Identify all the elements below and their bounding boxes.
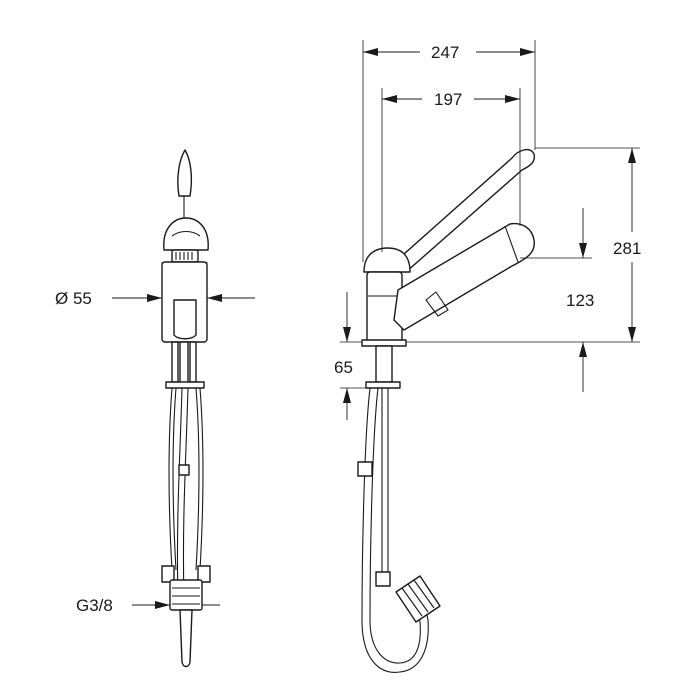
dimension-diameter: Ø 55 bbox=[55, 262, 255, 310]
front-view bbox=[161, 149, 211, 668]
dimension-overall-height: 281 bbox=[406, 147, 641, 343]
connection-fitting bbox=[169, 579, 203, 611]
base-height-label: 65 bbox=[334, 358, 353, 377]
overall-height-label: 281 bbox=[613, 239, 641, 258]
dimension-thread: G3/8 bbox=[76, 596, 220, 615]
dimension-spout-length: 197 bbox=[381, 88, 521, 252]
thread-label: G3/8 bbox=[76, 596, 113, 615]
dimension-base-height: 65 bbox=[334, 292, 366, 420]
dimension-overall-length: 247 bbox=[362, 40, 536, 262]
dimension-spout-height: 123 bbox=[520, 208, 594, 392]
side-view bbox=[357, 148, 536, 673]
diameter-label: Ø 55 bbox=[55, 289, 92, 308]
lever-handle-side bbox=[394, 148, 536, 273]
spout-length-label: 197 bbox=[434, 90, 462, 109]
supply-hose-right-front bbox=[195, 387, 204, 571]
spout bbox=[393, 222, 535, 331]
spray-head-side bbox=[395, 575, 441, 623]
lever-cap-side bbox=[363, 247, 411, 273]
spout-height-label: 123 bbox=[566, 291, 594, 310]
supply-hose-left-front bbox=[168, 387, 177, 571]
lever-handle-front bbox=[177, 149, 193, 197]
lever-head-front bbox=[163, 217, 209, 251]
overall-length-label: 247 bbox=[431, 43, 459, 62]
pull-out-hose bbox=[361, 387, 429, 673]
